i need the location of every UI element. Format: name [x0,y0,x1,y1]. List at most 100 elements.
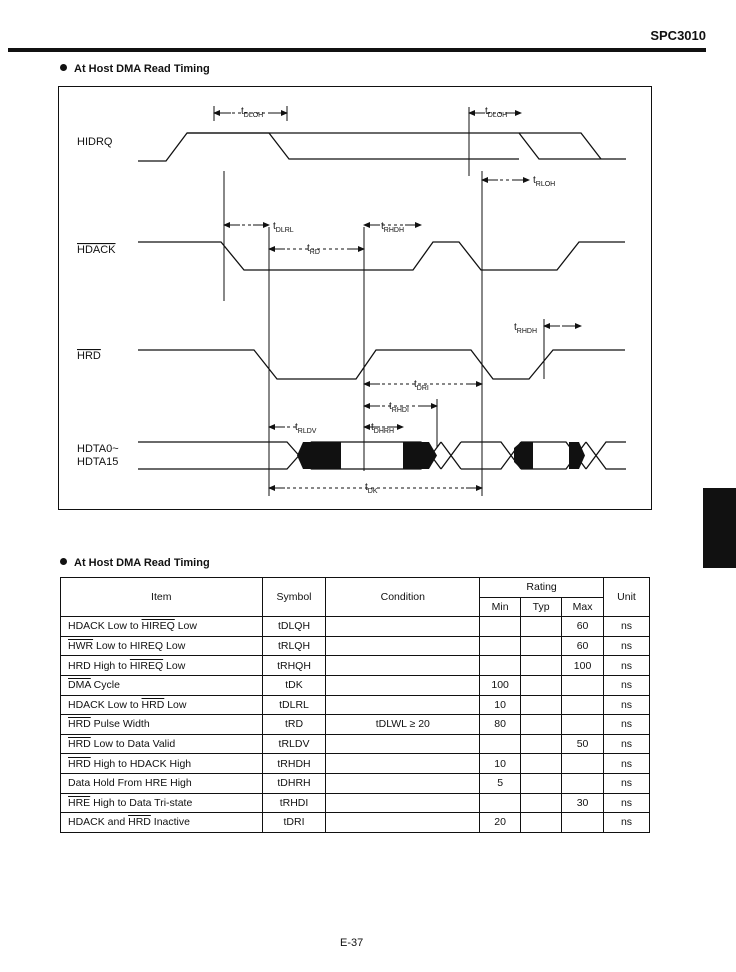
cell-condition [325,753,481,774]
cell-condition [325,772,481,794]
cell-max [561,694,605,716]
cell-condition [325,635,481,657]
cell-item: HDACK Low to HRD Low [60,694,263,716]
cell-unit: ns [603,616,650,637]
cell-item: HRE High to Data Tri-state [60,792,263,814]
bullet-icon [60,64,67,71]
item-text-ov: HRD [68,718,91,731]
item-text-ov: HRD [68,757,91,770]
cell-min: 10 [479,753,522,774]
item-text-ov: HRD [128,816,151,829]
cell-unit: ns [603,733,650,755]
cell-min [479,792,522,814]
item-text-ov: HRE [68,796,91,809]
cell-symbol: tDLRL [261,694,327,716]
hdta-valid-start-a [297,442,341,469]
header-rule [8,48,706,52]
cell-item: HRD High to HDACK High [60,753,263,774]
signal-label-hdta0: HDTA0~ [77,443,119,455]
header-symbol: Symbol [261,576,327,618]
cell-max [561,772,605,794]
cell-symbol: tDRI [261,812,327,833]
param-tdk: tDK [365,482,378,495]
item-text-post: Low to Data Valid [90,738,176,751]
table-section-title-text: At Host DMA Read Timing [74,557,210,569]
param-trldv: tRLDV [295,422,317,435]
cell-typ [520,792,563,814]
cell-typ [520,616,563,637]
item-text-pre: HDACK Low to [68,698,142,711]
page-number: E-37 [340,937,364,949]
cell-min [479,635,522,657]
cell-condition [325,812,481,833]
cell-item: HDACK Low to HIREQ Low [60,616,263,637]
item-text-post: Low [174,620,197,633]
signal-label-hdta15: HDTA15 [77,456,118,468]
param-trhdh: tRHDH [381,221,404,234]
cell-symbol: tRHQH [261,655,327,676]
hdta-valid-end-b [569,442,585,469]
hidrq-waveform-alt [187,132,602,160]
cell-max: 100 [561,655,605,676]
hrd-waveform [138,349,625,380]
part-number: SPC3010 [650,28,706,43]
cell-unit: ns [603,772,650,794]
param-trhdi: tRHDI [389,401,409,414]
header-typ: Typ [520,596,563,618]
param-trd: tRD [307,243,320,256]
cell-item: HRD Pulse Width [60,714,263,735]
cell-min [479,616,522,637]
cell-symbol: tRHDH [261,753,327,774]
header-condition: Condition [325,576,481,618]
cell-unit: ns [603,635,650,657]
item-text-ov: HIREQ [129,659,164,672]
cell-max [561,753,605,774]
cell-symbol: tDLQH [261,616,327,637]
cell-max [561,812,605,833]
cell-condition [325,674,481,696]
cell-typ [520,753,563,774]
cell-condition [325,616,481,637]
cell-unit: ns [603,714,650,735]
cell-symbol: tDK [261,674,327,696]
param-tdlrl: tDLRL [273,221,294,234]
cell-item: HRD Low to Data Valid [60,733,263,755]
cell-unit: ns [603,792,650,814]
item-text-post: Inactive [150,816,190,829]
cell-symbol: tRHDI [261,792,327,814]
cell-max [561,674,605,696]
item-text-ov: HRD [68,738,91,751]
hdack-waveform [138,241,625,271]
cell-unit: ns [603,753,650,774]
cell-typ [520,714,563,735]
section-tab-marker [703,488,736,568]
item-text-pre: HDACK Low to [68,620,142,633]
header-item: Item [60,576,263,618]
item-text-ov: DMA [68,679,91,692]
signal-label-hrd: HRD [77,350,101,362]
cell-condition [325,792,481,814]
item-text-post: High to HDACK High [90,757,192,770]
param-tdri: tDRI [414,379,429,392]
cell-typ [520,733,563,755]
cell-max [561,714,605,735]
cell-max: 50 [561,733,605,755]
cell-min: 5 [479,772,522,794]
item-text-ov: HRD [141,698,165,711]
cell-condition: tDLWL ≥ 20 [325,714,481,735]
hdta-valid-end-a [403,442,437,469]
item-text-ov: HIREQ [141,620,175,633]
cell-min [479,733,522,755]
item-text-pre: HRD High to [68,659,130,672]
timing-diagram: HIDRQ HDACK HRD HDTA0~ HDTA15 tDLOH tDLO… [58,86,652,510]
cell-symbol: tRLDV [261,733,327,755]
item-text-post: Cycle [90,679,120,692]
timing-spec-table: Item Symbol Condition Rating Unit Min Ty… [60,576,650,833]
